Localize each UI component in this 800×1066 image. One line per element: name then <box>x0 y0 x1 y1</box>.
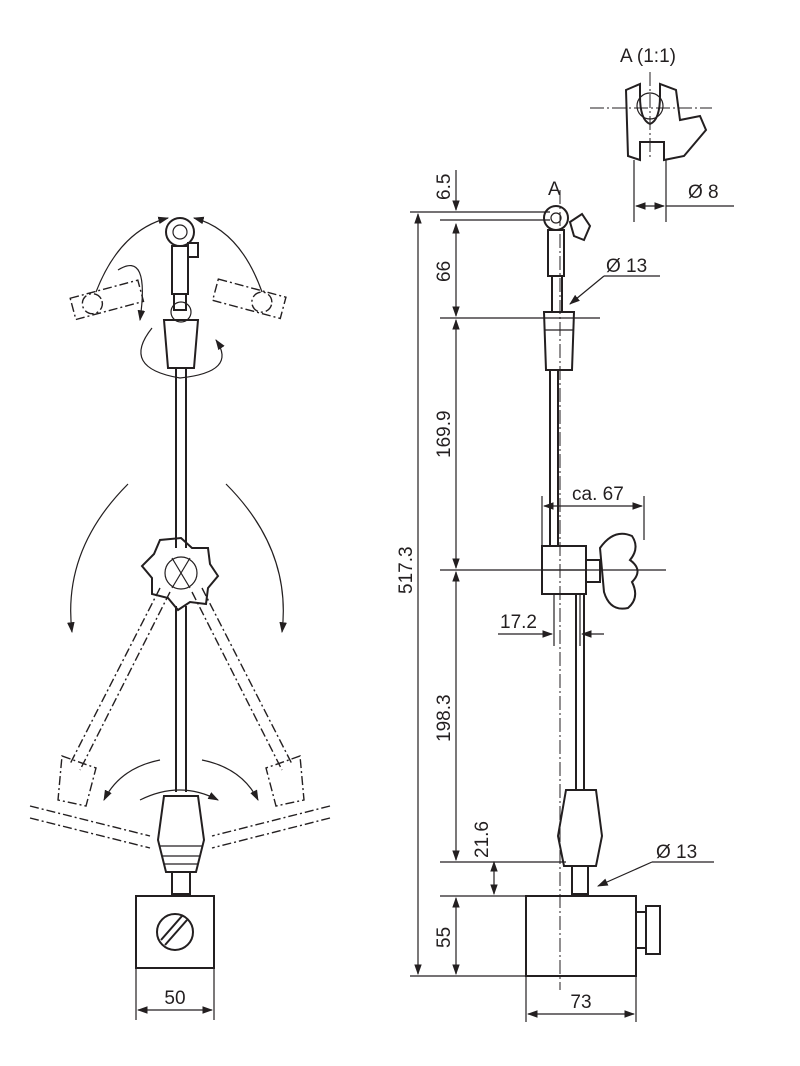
front-view-drawing: 50 <box>29 216 331 1020</box>
dim-base-height: 55 <box>434 927 455 948</box>
dim-top-offset: 6.5 <box>434 174 455 200</box>
dim-clamp-reach: ca. 67 <box>572 484 624 505</box>
side-view-drawing: 73 517.3 6.5 66 169.9 198.3 21.6 55 <box>396 170 714 1022</box>
dim-upper-rod: 169.9 <box>434 410 455 458</box>
dim-head-height: 66 <box>434 261 455 282</box>
dim-bottom-joint-diameter: Ø 13 <box>656 842 697 863</box>
detail-a-drawing: A (1:1) Ø 8 <box>590 46 734 222</box>
dim-joint: 21.6 <box>472 821 493 858</box>
detail-title: A (1:1) <box>620 46 676 67</box>
dim-top-joint-diameter: Ø 13 <box>606 256 647 277</box>
detail-diameter: Ø 8 <box>688 182 719 203</box>
dim-lower-rod: 198.3 <box>434 694 455 742</box>
dim-clamp-offset: 17.2 <box>500 612 537 633</box>
dim-total-height: 517.3 <box>396 546 417 594</box>
dim-base-width-front: 50 <box>164 988 185 1009</box>
dim-base-width-side: 73 <box>570 992 591 1013</box>
section-marker: A <box>548 179 561 200</box>
